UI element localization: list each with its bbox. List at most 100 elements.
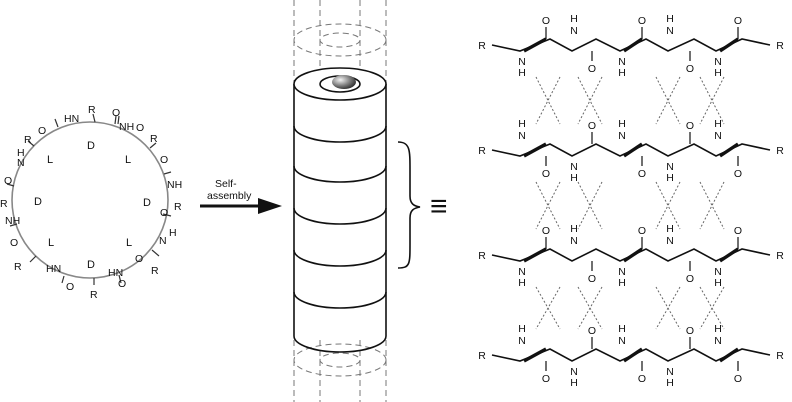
amide-h: H: [666, 172, 674, 184]
hydrogen-bond: [535, 76, 561, 125]
hydrogen-bond: [577, 76, 603, 125]
hydrogen-bond: [535, 181, 561, 230]
hydrogen-bond: [577, 181, 603, 230]
ring-atom: O: [112, 107, 120, 119]
hydrogen-bond: [655, 181, 681, 230]
backbone-wedge: [523, 37, 547, 53]
strand-r-label: R: [478, 250, 486, 262]
carbonyl-o: O: [638, 373, 646, 385]
ring-atom: NH: [119, 121, 134, 133]
hydrogen-bond: [577, 76, 603, 125]
backbone-wedge: [623, 247, 643, 263]
carbonyl-o: O: [588, 273, 596, 285]
cyclic-peptide-ring: HN O R O NH R O NH R O N H O R HN O R O …: [0, 104, 182, 301]
amide-h: H: [666, 13, 674, 25]
hydrogen-bond: [577, 181, 603, 230]
ring-atom: NH: [167, 179, 182, 191]
strand-r-label: R: [478, 145, 486, 157]
carbonyl-o: O: [542, 15, 550, 27]
carbonyl-o: O: [542, 373, 550, 385]
hydrogen-bond: [699, 76, 725, 125]
chirality-label: D: [34, 196, 42, 208]
carbonyl-o: O: [734, 225, 742, 237]
amide-h: H: [518, 67, 526, 79]
ring-atom: O: [118, 278, 126, 290]
carbonyl-o: O: [686, 63, 694, 75]
amide-n: N: [714, 266, 722, 278]
chirality-label: L: [48, 237, 54, 249]
hydrogen-bond: [655, 286, 681, 330]
ring-atom: R: [24, 134, 32, 146]
ring-atom: R: [14, 261, 22, 273]
hydrogen-bond: [535, 286, 561, 330]
hydrogen-bond: [699, 181, 725, 230]
ring-atom-labels: HN O R O NH R O NH R O N H O R HN O R O …: [0, 104, 182, 301]
ring-atom: H: [169, 227, 177, 239]
ring-atom: O: [160, 207, 168, 219]
equivalence-symbol: ≡: [430, 190, 448, 223]
amide-n: N: [714, 130, 722, 142]
strand-r-label: R: [776, 145, 784, 157]
strand-r-label: R: [776, 40, 784, 52]
chirality-label: D: [87, 259, 95, 271]
chirality-label: D: [87, 140, 95, 152]
ring-atom: O: [38, 125, 46, 137]
hydrogen-bond: [535, 181, 561, 230]
carbonyl-o: O: [588, 325, 596, 337]
chirality-label: L: [47, 154, 53, 166]
ring-atom: HN: [64, 113, 79, 125]
amide-n: N: [518, 130, 526, 142]
amide-n: N: [666, 161, 674, 173]
ring-atom: O: [135, 253, 143, 265]
backbone-wedge: [719, 142, 739, 158]
carbonyl-o: O: [638, 15, 646, 27]
hydrogen-bond: [655, 76, 681, 125]
ring-atom: O: [4, 175, 12, 187]
amide-n: N: [518, 335, 526, 347]
amide-h: H: [714, 118, 722, 130]
ring-atom: R: [150, 133, 158, 145]
amide-n: N: [570, 235, 578, 247]
carbonyl-o: O: [734, 373, 742, 385]
amide-n: N: [518, 266, 526, 278]
carbonyl-o: O: [734, 168, 742, 180]
amide-h: H: [618, 67, 626, 79]
backbone-wedge: [719, 347, 739, 363]
amide-n: N: [570, 161, 578, 173]
hydrogen-bond: [655, 76, 681, 125]
chirality-label: L: [125, 154, 131, 166]
ring-atom: R: [174, 201, 182, 213]
amide-n: N: [714, 56, 722, 68]
chirality-label: D: [143, 197, 151, 209]
amide-h: H: [570, 172, 578, 184]
amide-h: H: [714, 323, 722, 335]
carbonyl-o: O: [588, 63, 596, 75]
carbonyl-o: O: [686, 325, 694, 337]
ring-bonds: [6, 113, 172, 285]
self-assembly-arrow: Self- assembly: [200, 178, 282, 214]
carbonyl-o: O: [542, 168, 550, 180]
carbonyl-o: O: [686, 120, 694, 132]
ring-atom: HN: [46, 263, 61, 275]
chirality-labels: D L L D D L L D: [34, 140, 151, 271]
ring-atom: N: [159, 235, 167, 247]
ring-atom: R: [90, 289, 98, 301]
backbone-wedge: [523, 247, 547, 263]
amide-n: N: [666, 366, 674, 378]
ring-atom: O: [66, 281, 74, 293]
amide-n: N: [618, 335, 626, 347]
ring-atom: H: [17, 147, 25, 159]
strand-r-label: R: [478, 40, 486, 52]
guest-molecule-sphere: [332, 75, 356, 89]
amide-n: N: [666, 235, 674, 247]
hydrogen-bond: [577, 286, 603, 330]
amide-h: H: [570, 377, 578, 389]
ring-atom: R: [88, 104, 96, 116]
carbonyl-o: O: [542, 225, 550, 237]
ring-atom: O: [160, 154, 168, 166]
amide-h: H: [570, 13, 578, 25]
carbonyl-o: O: [686, 273, 694, 285]
carbonyl-o: O: [734, 15, 742, 27]
